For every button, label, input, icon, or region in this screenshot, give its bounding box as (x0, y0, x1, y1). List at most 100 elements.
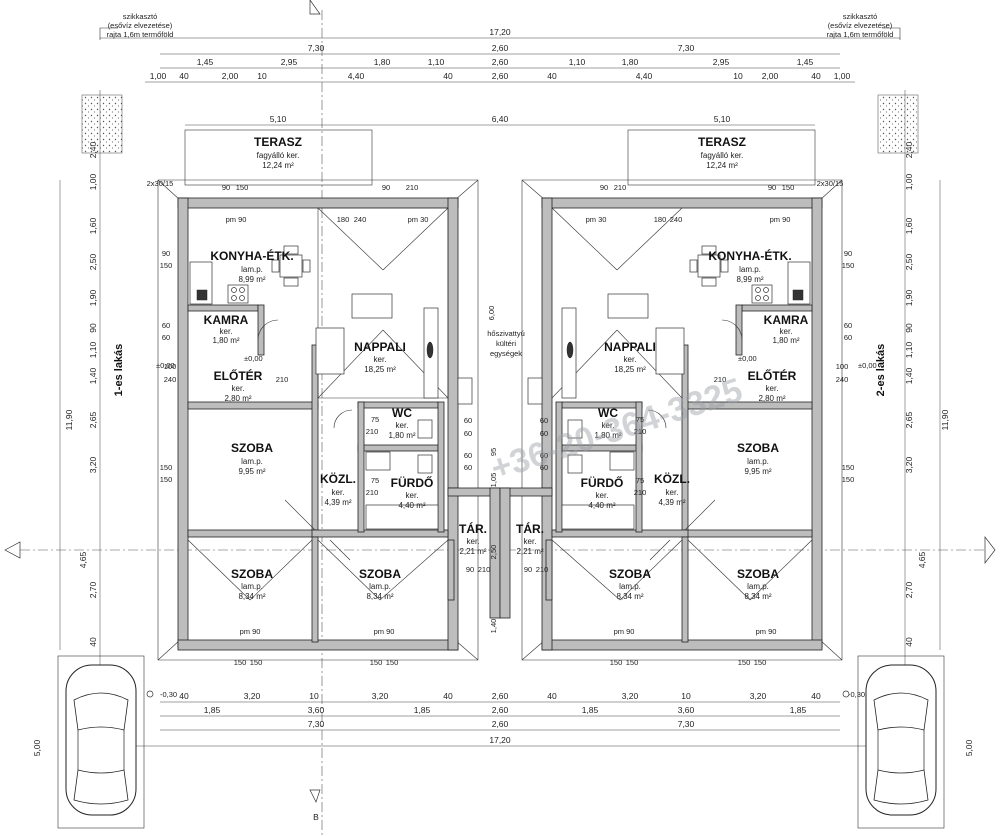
svg-text:18,25 m²: 18,25 m² (364, 365, 396, 374)
svg-text:(esővíz elvezetése): (esővíz elvezetése) (828, 21, 893, 30)
wc-icon (417, 419, 433, 439)
svg-text:8,34 m²: 8,34 m² (744, 592, 771, 601)
svg-text:10: 10 (309, 691, 319, 701)
svg-text:40: 40 (179, 691, 189, 701)
svg-text:pm 90: pm 90 (374, 627, 395, 636)
parking-right (857, 655, 945, 829)
svg-text:100: 100 (836, 362, 849, 371)
svg-text:ker.: ker. (524, 537, 537, 546)
dim-top-row2-3: 7,30 (678, 43, 695, 53)
svg-text:7,30: 7,30 (308, 719, 325, 729)
sink-icon (196, 289, 208, 301)
room-furdo-left: FÜRDŐ (391, 475, 434, 490)
dim-top-row2-2: 2,60 (492, 43, 509, 53)
room-eloter-left: ELŐTÉR (214, 368, 263, 383)
svg-text:11,90: 11,90 (64, 409, 74, 430)
svg-text:2,40: 2,40 (88, 141, 98, 158)
svg-text:2,60: 2,60 (492, 705, 509, 715)
unit-label-right: 2-es lakás (875, 344, 887, 397)
dim-top-total: 17,20 (489, 27, 511, 37)
room-terasz-right: TERASZ (698, 135, 746, 149)
svg-text:180: 180 (654, 215, 667, 224)
svg-text:ker.: ker. (406, 491, 419, 500)
svg-text:1,90: 1,90 (88, 289, 98, 306)
gutter-note-left: szikkasztó (esővíz elvezetése) rajta 1,6… (99, 12, 173, 40)
svg-text:240: 240 (354, 215, 367, 224)
svg-text:60: 60 (844, 321, 852, 330)
car-icon (865, 664, 937, 816)
svg-text:ker.: ker. (232, 384, 245, 393)
svg-text:8,34 m²: 8,34 m² (238, 592, 265, 601)
svg-text:5,00: 5,00 (964, 739, 974, 756)
svg-text:3,20: 3,20 (750, 691, 767, 701)
svg-text:40: 40 (547, 691, 557, 701)
svg-text:150: 150 (236, 183, 249, 192)
dim-top-row4-2: 40 (179, 71, 189, 81)
svg-text:60: 60 (162, 333, 170, 342)
svg-text:4,65: 4,65 (917, 551, 927, 568)
terrace-left (184, 129, 373, 186)
svg-text:6,00: 6,00 (487, 306, 496, 321)
svg-text:ker.: ker. (396, 421, 409, 430)
svg-text:pm 90: pm 90 (226, 215, 247, 224)
svg-text:40: 40 (904, 637, 914, 647)
svg-text:4,39 m²: 4,39 m² (324, 498, 351, 507)
svg-text:1,60: 1,60 (88, 217, 98, 234)
svg-text:ker.: ker. (666, 488, 679, 497)
room-konyha-left: KONYHA-ÉTK. (210, 248, 293, 263)
svg-text:90: 90 (382, 183, 390, 192)
svg-text:fagyálló ker.: fagyálló ker. (701, 151, 744, 160)
room-nappali-right: NAPPALI (604, 340, 656, 354)
svg-text:2,70: 2,70 (904, 581, 914, 598)
svg-text:pm 30: pm 30 (408, 215, 429, 224)
soakaway-left (81, 94, 123, 154)
washbasin-icon (365, 451, 391, 471)
svg-text:12,24 m²: 12,24 m² (706, 161, 738, 170)
car-icon (65, 664, 137, 816)
room-terasz-left: TERASZ (254, 135, 302, 149)
svg-text:1,05: 1,05 (489, 473, 498, 488)
svg-text:210: 210 (634, 427, 647, 436)
svg-text:1,40: 1,40 (489, 619, 498, 634)
dim-top-row3-2: 2,95 (281, 57, 298, 67)
svg-text:150: 150 (610, 658, 623, 667)
parking-left (57, 655, 145, 829)
furniture-right (527, 245, 811, 530)
dining-table-icon (279, 254, 303, 278)
svg-text:210: 210 (614, 183, 627, 192)
svg-text:75: 75 (371, 476, 379, 485)
svg-text:2,40: 2,40 (904, 141, 914, 158)
sofa-icon (315, 327, 345, 375)
dim-top-row2-1: 7,30 (308, 43, 325, 53)
svg-text:40: 40 (443, 691, 453, 701)
svg-text:1,10: 1,10 (904, 341, 914, 358)
room-wc-left: WC (392, 406, 412, 420)
room-wc-right: WC (598, 406, 618, 420)
dim-terrace-left: 5,10 (270, 114, 287, 124)
svg-text:7,30: 7,30 (678, 719, 695, 729)
svg-text:75: 75 (636, 415, 644, 424)
room-labels-left: TERASZ fagyálló ker. 12,24 m² KONYHA-ÉTK… (204, 135, 487, 601)
svg-text:9,95 m²: 9,95 m² (238, 467, 265, 476)
svg-text:1,85: 1,85 (582, 705, 599, 715)
svg-text:szikkasztó: szikkasztó (123, 12, 158, 21)
svg-text:ker.: ker. (780, 327, 793, 336)
svg-text:60: 60 (464, 416, 472, 425)
svg-text:210: 210 (634, 488, 647, 497)
door-swings (257, 319, 743, 561)
svg-text:3,20: 3,20 (88, 456, 98, 473)
svg-text:(esővíz elvezetése): (esővíz elvezetése) (108, 21, 173, 30)
room-kamra-right: KAMRA (764, 313, 809, 327)
svg-text:18,25 m²: 18,25 m² (614, 365, 646, 374)
svg-text:60: 60 (464, 463, 472, 472)
svg-text:11,90: 11,90 (940, 409, 950, 430)
svg-text:B: B (313, 812, 319, 822)
svg-text:lam.p.: lam.p. (739, 265, 761, 274)
heat-pump-note: hőszivattyú kültéri egységek (487, 329, 525, 358)
svg-text:240: 240 (836, 375, 849, 384)
svg-text:ker.: ker. (602, 421, 615, 430)
svg-text:4,65: 4,65 (78, 551, 88, 568)
svg-text:1,80 m²: 1,80 m² (772, 336, 799, 345)
svg-text:2,65: 2,65 (88, 411, 98, 428)
